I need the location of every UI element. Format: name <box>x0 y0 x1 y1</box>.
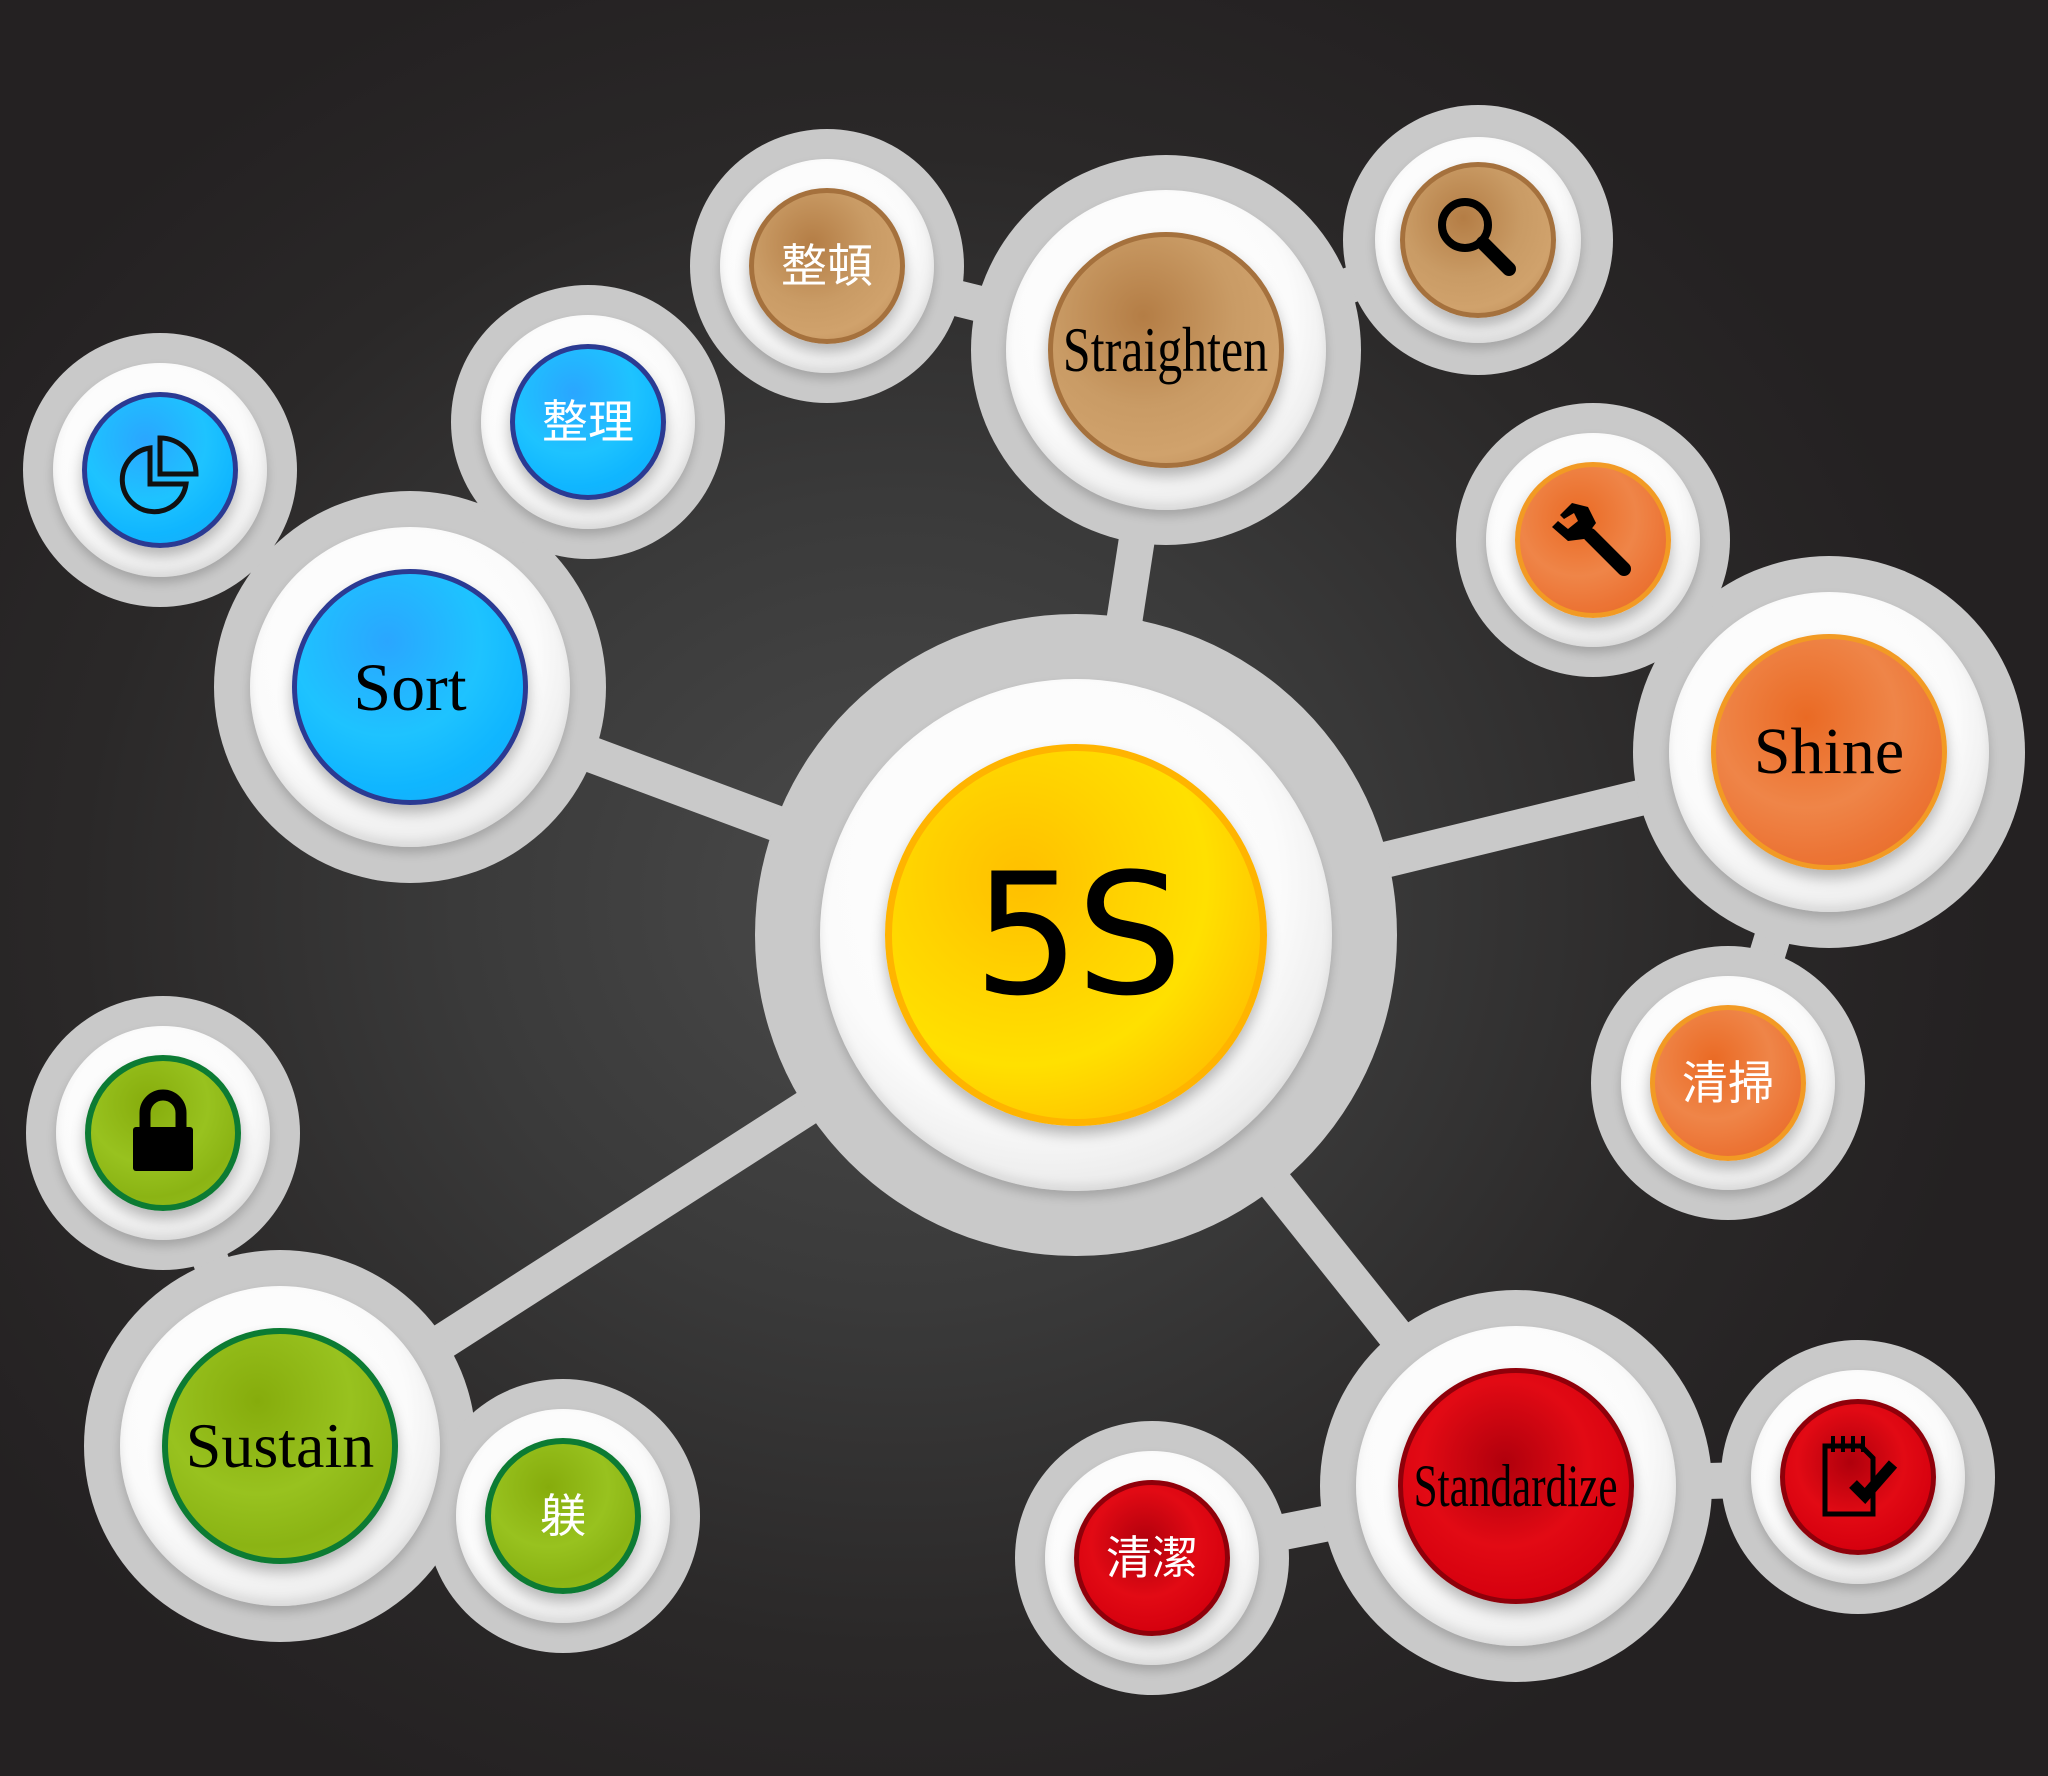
sort-icon-disc[interactable] <box>82 392 238 548</box>
sort-disc[interactable]: Sort <box>292 569 528 805</box>
straighten-icon-disc[interactable] <box>1400 162 1556 318</box>
sustain-kanji-disc[interactable]: 躾 <box>485 1438 641 1594</box>
standardize-kanji-label: 清潔 <box>1106 1531 1198 1585</box>
shine-kanji-label: 清掃 <box>1682 1056 1774 1110</box>
sort-kanji-disc[interactable]: 整理 <box>510 344 666 500</box>
straighten-label: Straighten <box>1063 314 1269 385</box>
magnifier-icon <box>1438 198 1516 276</box>
lock-icon <box>133 1089 193 1171</box>
shine-label: Shine <box>1753 715 1905 788</box>
wrench-icon <box>1552 503 1631 576</box>
sustain-label: Sustain <box>185 1410 375 1481</box>
standardize-disc[interactable]: Standardize <box>1398 1368 1634 1604</box>
shine-kanji-disc[interactable]: 清掃 <box>1650 1005 1806 1161</box>
straighten-disc[interactable]: Straighten <box>1048 232 1284 468</box>
sort-kanji-label: 整理 <box>542 395 634 449</box>
sort-label: Sort <box>353 649 467 725</box>
standardize-icon-disc[interactable] <box>1780 1399 1936 1555</box>
center-disc[interactable]: 5S <box>885 744 1267 1126</box>
sustain-icon-disc[interactable] <box>85 1055 241 1211</box>
straighten-kanji-disc[interactable]: 整頓 <box>749 188 905 344</box>
sustain-kanji-label: 躾 <box>540 1489 586 1543</box>
center-label: 5S <box>973 837 1183 1033</box>
standardize-kanji-disc[interactable]: 清潔 <box>1074 1480 1230 1636</box>
shine-icon-disc[interactable] <box>1515 462 1671 618</box>
sustain-disc[interactable]: Sustain <box>162 1328 398 1564</box>
shine-disc[interactable]: Shine <box>1711 634 1947 870</box>
pie-chart-icon <box>119 435 199 515</box>
checklist-icon <box>1822 1436 1898 1517</box>
straighten-kanji-label: 整頓 <box>781 239 873 293</box>
standardize-label: Standardize <box>1414 1453 1618 1519</box>
